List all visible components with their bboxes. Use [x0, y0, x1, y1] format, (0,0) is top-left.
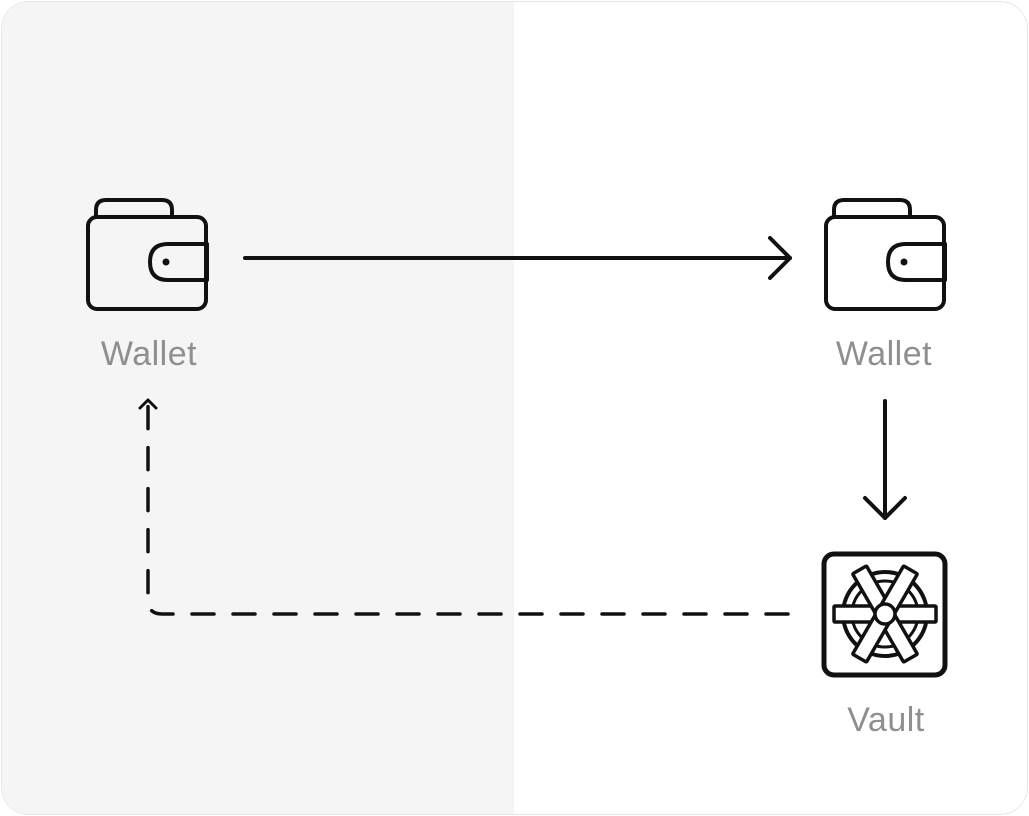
left-panel-background	[2, 2, 514, 814]
wallet-icon	[824, 198, 947, 311]
wallet-right-label: Wallet	[835, 335, 933, 373]
vault-label: Vault	[847, 701, 925, 739]
edge-vault-to-wallet-dashed	[138, 398, 790, 616]
edge-wallet-to-wallet	[243, 236, 792, 280]
wallet-left-label: Wallet	[100, 335, 198, 373]
vault-icon	[821, 551, 948, 678]
wallet-icon	[86, 198, 209, 311]
edge-wallet-to-vault	[863, 399, 907, 520]
